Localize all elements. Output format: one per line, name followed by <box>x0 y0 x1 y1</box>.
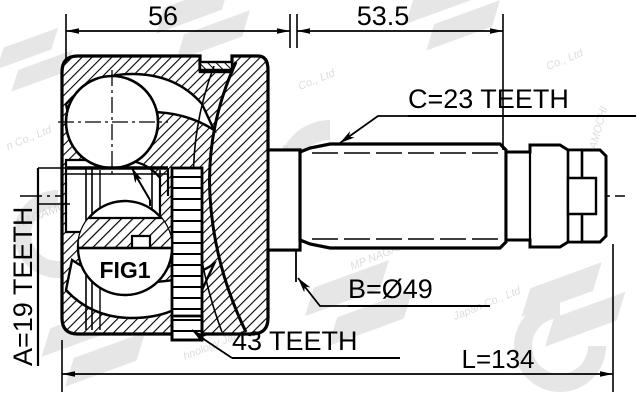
callout-a-19-teeth: A=19 TEETH <box>8 167 90 366</box>
dimension-53-5 <box>296 14 504 150</box>
spline-barrel <box>298 142 508 250</box>
callout-label-a: A=19 TEETH <box>8 207 38 366</box>
dimension-56 <box>65 14 291 60</box>
dimension-label-L134: L=134 <box>461 344 534 374</box>
svg-text:Co., Ltd: Co., Ltd <box>545 47 586 73</box>
barrel-edges <box>504 152 532 240</box>
svg-text:Co., Ltd: Co., Ltd <box>297 67 338 93</box>
svg-text:Japan Co., Ltd: Japan Co., Ltd <box>451 285 524 324</box>
svg-text:n Co., Ltd: n Co., Ltd <box>5 123 55 152</box>
stub-shaft <box>266 142 608 252</box>
inner-race-sweep <box>208 61 248 333</box>
snap-ring-groove <box>566 148 598 244</box>
callout-c-23-teeth: C=23 TEETH <box>339 84 636 144</box>
tone-ring <box>170 166 204 342</box>
callout-label-43: 43 TEETH <box>232 326 358 356</box>
callout-43-teeth: 43 TEETH <box>191 326 400 359</box>
dimension-L134 <box>61 244 614 392</box>
callout-c-leader <box>339 115 408 144</box>
callout-b-diameter: B=Ø49 <box>295 250 490 307</box>
shaft-neck <box>266 148 302 252</box>
callout-label-c: C=23 TEETH <box>408 84 569 114</box>
callout-b-leader <box>297 277 348 307</box>
callout-43-leader <box>191 329 233 359</box>
dimension-label-53-5: 53.5 <box>357 1 410 31</box>
svg-text:AMOCHI: AMOCHI <box>587 105 610 152</box>
tone-ring-teeth <box>172 176 202 332</box>
dimension-label-56: 56 <box>148 1 178 31</box>
fig1-leader <box>131 167 151 206</box>
fig1-detail: FIG1 <box>76 199 174 297</box>
race-top-boss <box>198 60 234 74</box>
callout-label-b: B=Ø49 <box>348 274 433 304</box>
fig1-label: FIG1 <box>99 257 150 283</box>
